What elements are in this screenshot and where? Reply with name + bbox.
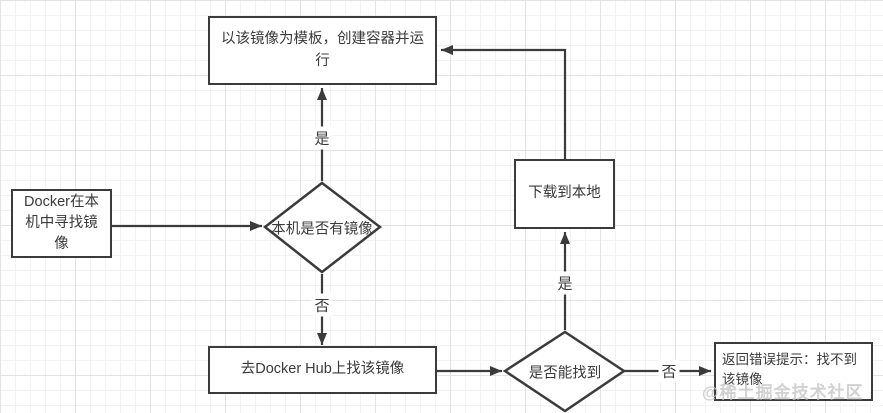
decision-can-find-shape xyxy=(502,330,627,413)
edge-download-to-create-container xyxy=(441,45,567,160)
decision-has-image-label: 本机是否有镜像 xyxy=(271,221,373,238)
node-error-message: 返回错误提示：找不到该镜像 xyxy=(714,342,873,401)
watermark: @稀土掘金技术社区 xyxy=(702,383,864,402)
node-find-local-label: Docker在本机中寻找镜像 xyxy=(24,193,99,253)
edge-label-has-image-no: 否 xyxy=(311,293,333,317)
node-create-container-label: 以该镜像为模板，创建容器并运行 xyxy=(221,31,424,69)
node-find-local: Docker在本机中寻找镜像 xyxy=(11,189,112,258)
node-search-hub-label: 去Docker Hub上找该镜像 xyxy=(240,361,405,378)
edge-label-can-find-no: 否 xyxy=(658,359,680,383)
decision-has-image-shape xyxy=(262,181,383,274)
node-error-message-label: 返回错误提示：找不到该镜像 xyxy=(722,352,857,387)
node-download-local-label: 下载到本地 xyxy=(528,185,601,202)
node-download-local: 下载到本地 xyxy=(514,159,615,229)
node-search-hub: 去Docker Hub上找该镜像 xyxy=(208,346,437,394)
edge-label-has-image-yes: 是 xyxy=(311,126,333,150)
decision-can-find-label: 是否能找到 xyxy=(528,365,602,382)
node-create-container: 以该镜像为模板，创建容器并运行 xyxy=(208,16,437,85)
edge-label-can-find-yes: 是 xyxy=(554,271,576,295)
